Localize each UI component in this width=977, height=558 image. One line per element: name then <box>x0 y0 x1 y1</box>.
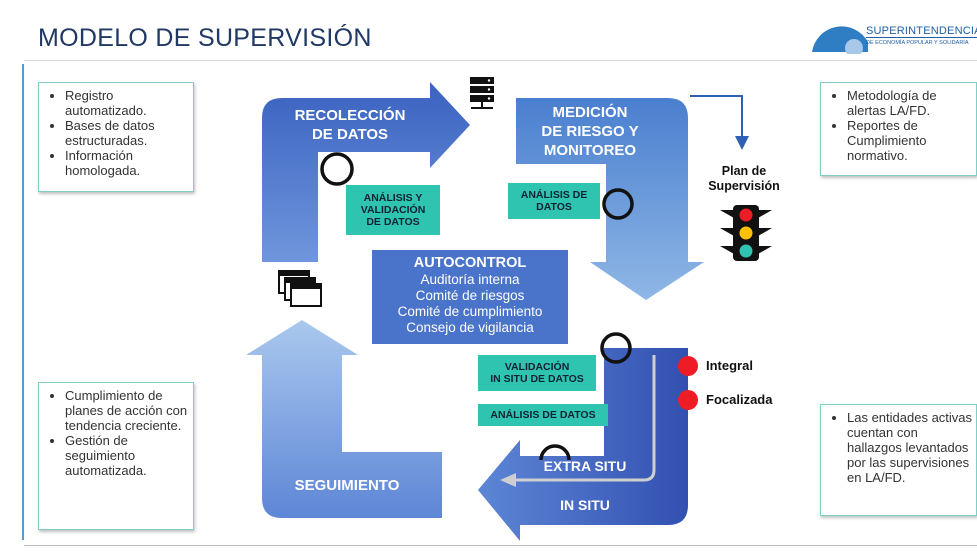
in-situ-label: IN SITU <box>560 497 610 513</box>
bullet-item: Bases de datos estructuradas. <box>65 118 189 148</box>
seguimiento-arrow <box>246 320 442 518</box>
tag-line: DE DATOS <box>366 216 420 228</box>
circle-marker <box>539 444 571 461</box>
logo-main-text: SUPERINTENDENCIA <box>866 25 977 38</box>
legend-integral: Integral <box>706 358 753 373</box>
tag-line: IN SITU DE DATOS <box>490 373 584 385</box>
recoleccion-label-line1: RECOLECCIÓN <box>294 107 406 124</box>
tag-line: VALIDACIÓN <box>360 204 426 216</box>
logo-sub-text: DE ECONOMÍA POPULAR Y SOLIDARIA <box>866 40 969 46</box>
top-divider <box>24 60 977 61</box>
integral-dot <box>678 356 698 376</box>
bullet-item: Gestión de seguimiento automatizada. <box>65 433 189 478</box>
info-box-top-left: Registro automatizado. Bases de datos es… <box>38 82 194 192</box>
tag-analisis-validacion: ANÁLISIS Y VALIDACIÓN DE DATOS <box>346 185 440 235</box>
medicion-arrow <box>516 98 704 300</box>
plan-line2: Supervisión <box>708 179 780 193</box>
seguimiento-label: SEGUIMIENTO <box>294 477 400 494</box>
tag-line: ANÁLISIS DE <box>520 189 588 201</box>
focalizada-dot <box>678 390 698 410</box>
medicion-label: MEDICIÓN DE RIESGO Y MONITOREO <box>520 103 660 160</box>
bullet-item: Reportes de Cumplimiento normativo. <box>847 118 974 163</box>
autocontrol-item: Comité de riesgos <box>415 288 525 303</box>
tag-analisis-datos-bottom: ANÁLISIS DE DATOS <box>478 404 608 426</box>
traffic-light-icon <box>720 204 772 262</box>
in-situ-arrow <box>478 348 688 541</box>
autocontrol-box: AUTOCONTROL Auditoría interna Comité de … <box>372 250 568 344</box>
circle-marker <box>602 188 634 220</box>
autocontrol-item: Auditoría interna <box>420 272 520 287</box>
info-box-bottom-right: Las entidades activas cuentan con hallaz… <box>820 404 977 516</box>
autocontrol-item: Consejo de vigilancia <box>406 320 534 335</box>
left-accent-bar <box>22 64 24 540</box>
tag-validacion-in-situ: VALIDACIÓN IN SITU DE DATOS <box>478 355 596 391</box>
extra-situ-line <box>512 355 656 482</box>
tag-line: ANÁLISIS Y <box>363 192 423 204</box>
legend-focalizada: Focalizada <box>706 392 773 407</box>
tag-line: VALIDACIÓN <box>504 361 570 373</box>
recoleccion-arrow <box>262 82 470 262</box>
bullet-item: Registro automatizado. <box>65 88 189 118</box>
recoleccion-label: RECOLECCIÓN DE DATOS <box>270 106 430 144</box>
autocontrol-heading: AUTOCONTROL <box>413 255 527 271</box>
bullet-item: Información homologada. <box>65 148 189 178</box>
recoleccion-label-line2: DE DATOS <box>311 126 389 143</box>
autocontrol-item: Comité de cumplimiento <box>397 304 543 319</box>
medicion-label-line2: DE RIESGO Y <box>541 123 639 140</box>
logo-icon <box>812 26 868 54</box>
extra-situ-label: EXTRA SITU <box>543 458 627 474</box>
circle-marker <box>320 152 354 186</box>
plan-line1: Plan de <box>721 164 767 178</box>
tag-line: DATOS <box>536 201 572 213</box>
plan-arrow <box>690 95 743 140</box>
bottom-divider <box>24 545 977 546</box>
bullet-item: Cumplimiento de planes de acción con ten… <box>65 388 189 433</box>
bullet-item: Metodología de alertas LA/FD. <box>847 88 974 118</box>
info-box-top-right: Metodología de alertas LA/FD. Reportes d… <box>820 82 977 176</box>
windows-icon <box>278 270 322 308</box>
tag-analisis-datos-top: ANÁLISIS DE DATOS <box>508 183 600 219</box>
logo: SUPERINTENDENCIA DE ECONOMÍA POPULAR Y S… <box>812 22 977 54</box>
medicion-label-line3: MONITOREO <box>543 142 637 159</box>
bullet-item: Las entidades activas cuentan con hallaz… <box>847 410 974 485</box>
medicion-label-line1: MEDICIÓN <box>552 104 628 121</box>
info-box-bottom-left: Cumplimiento de planes de acción con ten… <box>38 382 194 530</box>
plan-supervision-label: Plan de Supervisión <box>702 164 786 194</box>
circle-marker <box>600 332 632 364</box>
server-icon <box>468 76 496 112</box>
page-title: MODELO DE SUPERVISIÓN <box>38 24 372 52</box>
